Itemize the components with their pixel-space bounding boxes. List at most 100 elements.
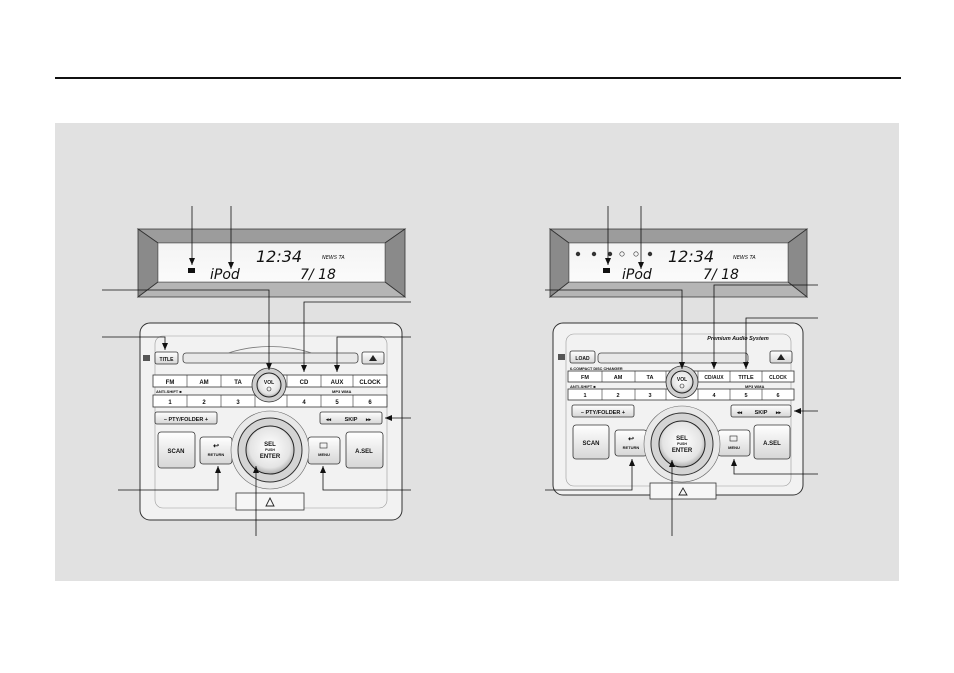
svg-text:– PTY/FOLDER +: – PTY/FOLDER + — [164, 417, 208, 423]
left-power-icon — [266, 386, 272, 392]
left-volume-knob[interactable] — [256, 372, 282, 398]
right-fm-button[interactable]: FM — [581, 375, 589, 381]
right-sel-enter-knob[interactable] — [658, 420, 706, 468]
left-audio-unit: 12:34 NEWS TA iPod 7/ 18 TITLE FM AM — [136, 228, 407, 521]
right-antishift-label: ANTI-SHIFT ■ — [570, 384, 596, 389]
right-skip-button[interactable] — [730, 404, 792, 418]
svg-text:SKIP: SKIP — [345, 417, 358, 423]
svg-text:PUSH: PUSH — [677, 442, 687, 446]
left-disc-icon — [143, 355, 150, 361]
left-aux-button[interactable]: AUX — [331, 380, 344, 386]
left-mp3-label: MP3 WMA — [332, 389, 351, 394]
right-power-icon — [679, 383, 685, 389]
right-cdaux-button[interactable]: CD/AUX — [704, 375, 724, 381]
left-lcd-flags: NEWS TA — [322, 255, 345, 261]
right-display-housing: 12:34 NEWS TA iPod 7/ 18 — [548, 228, 809, 298]
left-preset-5[interactable]: 5 — [335, 400, 339, 406]
right-preset-1[interactable]: 1 — [583, 393, 586, 399]
right-scan-button[interactable] — [572, 424, 610, 460]
left-fm-button[interactable]: FM — [166, 380, 175, 386]
right-lcd-source: iPod — [622, 267, 652, 283]
header-rule — [55, 77, 901, 79]
svg-text:A.SEL: A.SEL — [355, 449, 373, 455]
left-title-button[interactable] — [154, 351, 179, 365]
svg-text:PUSH: PUSH — [265, 448, 275, 452]
right-preset-4[interactable]: 4 — [712, 393, 716, 399]
right-preset-5[interactable]: 5 — [744, 393, 747, 399]
svg-text:SCAN: SCAN — [582, 441, 599, 447]
right-eject-icon — [777, 354, 785, 360]
right-title-button[interactable]: TITLE — [738, 375, 754, 381]
right-am-button[interactable]: AM — [614, 375, 623, 381]
left-pty-folder-button[interactable] — [154, 411, 218, 425]
left-lcd-clock: 12:34 — [256, 247, 302, 266]
right-menu-icon — [729, 435, 738, 442]
svg-text:MENU: MENU — [318, 452, 330, 457]
right-menu-button[interactable] — [717, 429, 751, 457]
right-disc-slot — [597, 352, 749, 364]
svg-text:– PTY/FOLDER +: – PTY/FOLDER + — [581, 410, 625, 416]
left-hazard-button[interactable] — [235, 492, 305, 511]
right-volume-knob[interactable] — [670, 370, 694, 394]
right-mp3-label: MP3 WMA — [745, 384, 764, 389]
left-eject-icon — [369, 355, 377, 361]
right-load-button[interactable] — [569, 350, 596, 364]
svg-text:TITLE: TITLE — [160, 357, 175, 363]
right-asel-button[interactable] — [753, 424, 791, 460]
left-preset-4[interactable]: 4 — [302, 400, 306, 406]
right-return-button[interactable] — [614, 429, 648, 457]
right-skip-back-icon: ◂◂ — [736, 410, 743, 416]
left-preset-1[interactable]: 1 — [168, 400, 172, 406]
right-lcd-clock: 12:34 — [668, 247, 714, 266]
right-callouts — [545, 206, 818, 536]
left-skip-button[interactable] — [319, 411, 383, 425]
svg-text:A.SEL: A.SEL — [763, 441, 781, 447]
svg-text:SCAN: SCAN — [167, 449, 184, 455]
right-hazard-icon — [678, 487, 688, 496]
svg-text:RETURN: RETURN — [623, 445, 640, 450]
svg-text:ENTER: ENTER — [260, 454, 281, 460]
left-lcd-screen — [157, 242, 386, 283]
right-ta-button[interactable]: TA — [647, 375, 654, 381]
right-skip-forward-icon: ▸▸ — [775, 410, 782, 416]
right-preset-6[interactable]: 6 — [776, 393, 779, 399]
right-audio-unit: 12:34 NEWS TA iPod 7/ 18 Premium Audio S… — [548, 228, 809, 500]
right-preset-3[interactable]: 3 — [648, 393, 651, 399]
left-callouts — [102, 206, 411, 536]
left-preset-6[interactable]: 6 — [368, 400, 372, 406]
right-brand-label: Premium Audio System — [707, 336, 769, 342]
left-scan-button[interactable] — [157, 431, 196, 469]
left-am-button[interactable]: AM — [199, 380, 208, 386]
right-preset-2[interactable]: 2 — [616, 393, 619, 399]
right-changer-label: 6-COMPACT DISC CHANGER — [570, 367, 623, 371]
svg-text:SEL: SEL — [264, 442, 276, 448]
left-clock-button[interactable]: CLOCK — [359, 380, 381, 386]
svg-text:RETURN: RETURN — [208, 452, 225, 457]
left-skip-forward-icon: ▸▸ — [365, 417, 372, 423]
left-asel-button[interactable] — [345, 431, 384, 469]
left-return-button[interactable] — [199, 436, 233, 465]
svg-text:LOAD: LOAD — [575, 356, 590, 362]
right-return-icon: ↩ — [628, 436, 634, 443]
left-cd-button[interactable]: CD — [300, 380, 309, 386]
right-hazard-button[interactable] — [649, 482, 717, 500]
svg-text:MENU: MENU — [728, 445, 740, 450]
left-antishift-label: ANTI-SHIFT ■ — [156, 389, 182, 394]
left-sel-enter-knob[interactable] — [245, 425, 295, 475]
right-disc-icon — [558, 354, 565, 360]
right-lcd-track: 7/ 18 — [703, 267, 739, 283]
left-menu-button[interactable] — [307, 436, 341, 465]
right-usb-icon — [603, 268, 610, 273]
svg-text:VOL: VOL — [677, 377, 687, 383]
left-lcd-source: iPod — [210, 267, 240, 283]
svg-text:SEL: SEL — [676, 436, 688, 442]
left-ta-button[interactable]: TA — [234, 380, 242, 386]
left-preset-3[interactable]: 3 — [236, 400, 240, 406]
right-clock-button[interactable]: CLOCK — [769, 375, 787, 381]
right-pty-folder-button[interactable] — [571, 404, 635, 418]
left-preset-2[interactable]: 2 — [202, 400, 206, 406]
left-return-icon: ↩ — [213, 443, 219, 450]
svg-text:VOL: VOL — [264, 380, 274, 386]
right-lcd-flags: NEWS TA — [733, 255, 756, 261]
